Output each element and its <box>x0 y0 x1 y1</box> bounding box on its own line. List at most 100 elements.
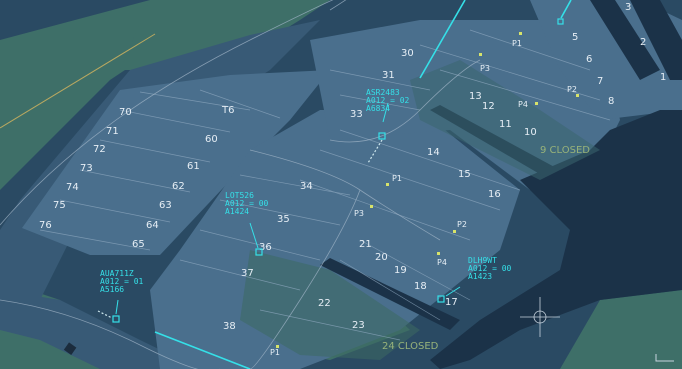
aircraft-symbol[interactable] <box>255 248 263 256</box>
stand-label: 73 <box>80 163 93 174</box>
crosshair-cursor-icon[interactable] <box>520 297 560 337</box>
stand-label: 36 <box>259 242 272 253</box>
stand-label: 6 <box>586 54 592 65</box>
grass-area-east <box>560 290 682 369</box>
stand-labels: 1 2 3 5 6 7 8 10 11 12 13 14 15 16 17 18… <box>39 2 666 332</box>
aircraft-aua711z[interactable]: AUA711Z A012 = 01 A5166 <box>97 269 144 323</box>
data-tag-squawk: A5166 <box>100 285 124 294</box>
stand-label: 18 <box>414 281 427 292</box>
aircraft-symbol[interactable] <box>437 295 445 303</box>
grass-area-north <box>120 0 330 70</box>
stand-label: 12 <box>482 101 495 112</box>
data-tag-squawk: A1423 <box>468 272 492 281</box>
stand-label: 75 <box>53 200 66 211</box>
apron-northeast <box>530 0 682 120</box>
stand-label: 64 <box>146 220 159 231</box>
stand-label: 65 <box>132 239 145 250</box>
leader-line <box>382 102 389 123</box>
data-tag-squawk: A6834 <box>366 104 390 113</box>
leader-line <box>249 222 259 249</box>
data-tag-callsign[interactable]: LOT526 <box>225 191 254 200</box>
stand-label: 16 <box>488 189 501 200</box>
leader-line <box>115 299 119 315</box>
terminal-building <box>430 110 682 369</box>
stand-label: 5 <box>572 32 578 43</box>
stand-label: 70 <box>119 107 132 118</box>
history-trail <box>97 310 113 319</box>
aircraft-asr2483[interactable]: ASR2483 A012 = 02 A6834 <box>366 88 410 164</box>
position-label: P1 <box>270 348 280 357</box>
stand-label: 38 <box>223 321 236 332</box>
stand-label: 30 <box>401 48 414 59</box>
data-tag-altitude: A012 = 02 <box>366 96 410 105</box>
position-labels: P1 P3 P4 P2 P1 P3 P2 P4 P1 <box>270 39 577 357</box>
stand-label: 33 <box>350 109 363 120</box>
data-tag-altitude: A012 = 00 <box>468 264 512 273</box>
closed-area-24 <box>240 250 420 360</box>
stand-label: 2 <box>640 37 646 48</box>
closed-label-9: 9 CLOSED <box>540 145 590 156</box>
stand-label: 61 <box>187 161 200 172</box>
stand-label: 35 <box>277 214 290 225</box>
stand-label: 60 <box>205 134 218 145</box>
track-lines <box>154 0 572 369</box>
scale-corner-icon <box>655 354 674 362</box>
aircraft-dlh9wt[interactable]: DLH9WT A012 = 00 A1423 <box>437 256 512 303</box>
stand-label: 23 <box>352 320 365 331</box>
hold-marker <box>63 342 77 355</box>
position-label: P3 <box>480 64 490 73</box>
stand-label: 19 <box>394 265 407 276</box>
aircraft-symbol[interactable] <box>112 315 120 323</box>
runway-edge-line <box>0 33 156 129</box>
position-label: P4 <box>518 100 528 109</box>
position-label: P1 <box>512 39 522 48</box>
taxi-centerlines <box>0 0 481 369</box>
building-northeast <box>590 0 660 80</box>
stand-label: 34 <box>300 181 313 192</box>
data-tag-altitude: A012 = 00 <box>225 199 269 208</box>
closed-area-9 <box>410 60 600 180</box>
stand-label: 1 <box>660 72 666 83</box>
leader-line <box>445 286 461 297</box>
data-tag-altitude: A012 = 01 <box>100 277 144 286</box>
data-tag-squawk: A1424 <box>225 207 249 216</box>
stand-label: 21 <box>359 239 372 250</box>
stand-label: 15 <box>458 169 471 180</box>
aircraft-lot526[interactable]: LOT526 A012 = 00 A1424 <box>225 191 269 256</box>
stand-label: 31 <box>382 70 395 81</box>
data-tag-callsign[interactable]: ASR2483 <box>366 88 400 97</box>
stand-label: 3 <box>625 2 631 13</box>
position-label: P2 <box>457 220 467 229</box>
stand-lines <box>39 29 611 341</box>
stand-label: 37 <box>241 268 254 279</box>
position-label: P3 <box>354 209 364 218</box>
stand-label: 17 <box>445 297 458 308</box>
stand-label: 7 <box>597 76 603 87</box>
stand-label: T6 <box>221 105 234 116</box>
history-trail <box>367 139 383 164</box>
stand-label: 22 <box>318 298 331 309</box>
aircraft-symbol[interactable] <box>378 132 386 140</box>
stand-label: 10 <box>524 127 537 138</box>
grass-area-west <box>0 0 230 190</box>
stand-label: 62 <box>172 181 185 192</box>
data-tag-callsign[interactable]: AUA711Z <box>100 269 134 278</box>
stand-label: 76 <box>39 220 52 231</box>
apron-west <box>22 70 330 255</box>
stand-label: 63 <box>159 200 172 211</box>
building-east <box>630 0 682 80</box>
position-label: P1 <box>392 174 402 183</box>
aircraft-symbol-untagged[interactable] <box>557 18 564 25</box>
stand-label: 71 <box>106 126 119 137</box>
stand-label: 72 <box>93 144 106 155</box>
taxiway-west <box>0 20 320 300</box>
stand-label: 20 <box>375 252 388 263</box>
stand-label: 8 <box>608 96 614 107</box>
stand-label: 11 <box>499 119 512 130</box>
stand-label: 14 <box>427 147 440 158</box>
stand-label: 74 <box>66 182 79 193</box>
data-tag-callsign[interactable]: DLH9WT <box>468 256 497 265</box>
closed-label-24: 24 CLOSED <box>382 341 439 352</box>
